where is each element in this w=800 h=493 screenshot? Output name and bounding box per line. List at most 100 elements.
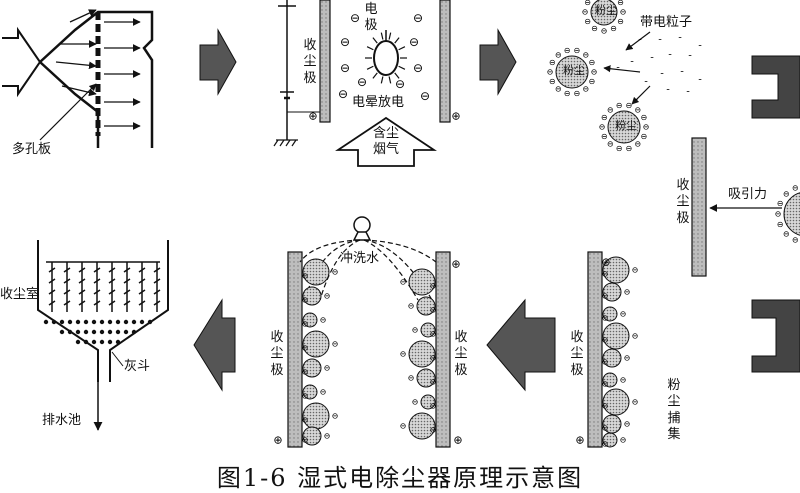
ash-dot	[116, 340, 120, 344]
negative-ion: -	[630, 57, 634, 68]
charge-symbol: ⊖	[588, 58, 595, 67]
collector-plate-capture	[588, 252, 602, 447]
ash-hopper-label: 灰斗	[124, 360, 150, 375]
charge-symbol: ⊖	[610, 24, 617, 33]
charge-symbol: ⊖	[420, 89, 430, 103]
charge-symbol: ⊖	[584, 17, 591, 26]
block-arrow-6	[194, 300, 235, 390]
dust-capture-panel: ⊖⊖⊖⊖⊖⊖⊖⊖⊖⊖⊖⊖⊖⊖⊖⊖⊖⊖⊕⊕	[575, 252, 638, 449]
negative-ion: -	[668, 50, 672, 61]
dust-label-2: 粉尘	[563, 65, 585, 78]
charge-symbol: ⊖	[430, 426, 437, 435]
collector-plate-flush-left	[288, 252, 302, 447]
collector-label-mid-right: 收尘极	[454, 330, 468, 379]
corona-ray	[367, 66, 373, 69]
charge-symbol: ⊖	[588, 77, 595, 86]
charge-symbol: ⊕	[451, 258, 460, 271]
ash-dot	[100, 320, 104, 324]
charge-symbol: ⊖	[357, 75, 367, 89]
ash-dot	[76, 330, 80, 334]
charge-symbol: ⊖	[640, 132, 647, 141]
ash-dot	[132, 330, 136, 334]
charge-symbol: ⊖	[634, 140, 641, 149]
ash-dot	[100, 330, 104, 334]
ash-dot	[44, 320, 48, 324]
attraction-panel	[692, 138, 800, 276]
charge-symbol: ⊖	[792, 184, 799, 193]
charge-symbol: ⊖	[408, 302, 415, 311]
collector-label-capture: 收尘极	[570, 330, 584, 379]
dust-label-1: 粉尘	[595, 5, 617, 18]
charge-symbol: ⊖	[430, 282, 437, 291]
corona-ray	[381, 33, 383, 40]
charge-symbol: ⊖	[602, 336, 609, 345]
charge-symbol: ⊖	[320, 388, 327, 397]
charge-symbol: ⊖	[601, 27, 608, 36]
hopper-panel	[38, 240, 168, 430]
charge-symbol: ⊖	[332, 412, 339, 421]
diagram-canvas: ---------------- ⊖⊖⊖⊖⊖⊖⊖⊖⊖⊖⊖⊖⊖⊖⊖⊖⊖⊖⊕⊕ ⊖⊖…	[0, 0, 800, 483]
charge-symbol: ⊖	[602, 270, 609, 279]
charge-symbol: ⊖	[412, 398, 419, 407]
charge-symbol: ⊖	[302, 320, 309, 329]
dust-chamber-label: 收尘室	[0, 288, 39, 303]
charge-symbol: ⊖	[564, 89, 571, 98]
ash-dot	[108, 320, 112, 324]
ash-dot	[52, 320, 56, 324]
charge-symbol: ⊖	[783, 190, 790, 199]
porous-plate-panel	[2, 10, 152, 148]
ash-dot	[84, 340, 88, 344]
negative-ion: -	[638, 35, 642, 46]
charged-particles-label: 带电粒子	[640, 16, 692, 31]
negative-ion: -	[688, 51, 692, 62]
ash-dot	[148, 320, 152, 324]
charge-symbol: ⊖	[584, 0, 591, 7]
charge-symbol: ⊖	[602, 440, 609, 449]
charge-symbol: ⊖	[302, 296, 309, 305]
corona-ray	[399, 47, 405, 50]
collector-plate-attraction	[692, 138, 706, 276]
charge-symbol: ⊖	[632, 266, 639, 275]
block-arrow-3	[752, 56, 800, 118]
ash-dot	[76, 320, 80, 324]
charge-symbol: ⊖	[430, 378, 437, 387]
charge-symbol: ⊖	[617, 0, 624, 7]
charge-symbol: ⊖	[408, 374, 415, 383]
charge-symbol: ⊖	[620, 376, 627, 385]
charge-symbol: ⊖	[616, 144, 623, 153]
ash-dot	[100, 340, 104, 344]
charge-symbol: ⊖	[617, 17, 624, 26]
collector-label-top: 收尘极	[303, 38, 317, 87]
charge-symbol: ⊕	[451, 110, 460, 123]
spray-nozzle	[354, 217, 370, 240]
corona-electrode	[374, 41, 398, 75]
ground-symbol	[274, 140, 298, 146]
captured-dust: ⊖⊖⊖⊖⊖⊖⊖⊖⊖⊖⊖⊖⊖⊖⊖⊖⊖⊖⊕⊕	[575, 256, 638, 449]
corona-ray	[367, 47, 373, 50]
charge-symbol: ⊖	[775, 210, 782, 219]
charge-symbol: ⊖	[591, 24, 598, 33]
corona-ray	[399, 66, 405, 69]
charge-symbol: ⊖	[547, 68, 554, 77]
charge-symbol: ⊖	[602, 358, 609, 367]
charge-symbol: ⊖	[607, 105, 614, 114]
corona-ray	[389, 77, 391, 84]
ash-dot	[60, 330, 64, 334]
corona-discharge-label: 电晕放电	[352, 96, 404, 111]
charge-symbol: ⊖	[320, 316, 327, 325]
collected-ash	[44, 320, 152, 344]
flush-water-label: 冲洗水	[340, 252, 379, 267]
charge-symbol: ⊖	[601, 132, 608, 141]
charge-symbol: ⊖	[555, 85, 562, 94]
negative-ion: -	[680, 67, 684, 78]
charge-symbol: ⊖	[564, 46, 571, 55]
ash-dot	[76, 340, 80, 344]
hopper-leader	[112, 352, 123, 366]
charge-symbol: ⊖	[395, 77, 405, 91]
particle-charges: ⊖⊖⊖⊖⊖⊖⊖⊖⊖⊖⊖⊖⊖⊖⊖⊖⊖⊖⊖⊖⊖⊖⊖⊖⊖⊖⊖⊖⊖⊖⊖⊖⊖⊖⊖⊖⊖⊖⊖⊖…	[547, 0, 800, 247]
collector-label-mid-left: 收尘极	[270, 330, 284, 379]
corona-ray	[373, 73, 377, 78]
negative-ion: -	[698, 41, 702, 52]
charge-symbol: ⊖	[302, 392, 309, 401]
charge-symbol: ⊖	[777, 220, 784, 229]
